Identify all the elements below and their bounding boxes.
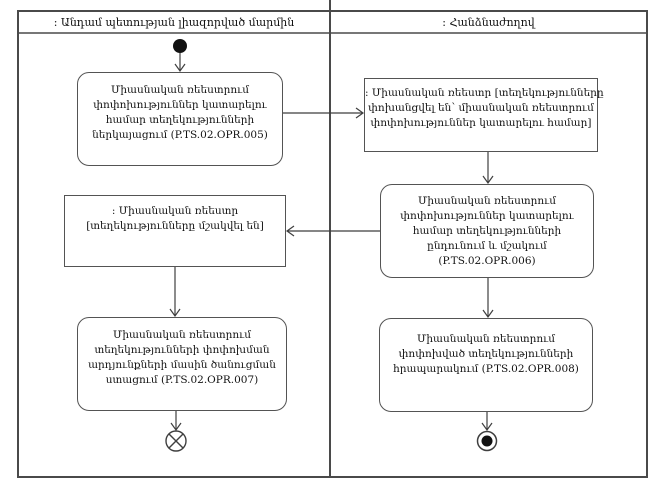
swimlane-header-member-state-body-label: : Անդամ պետության լիազորված մարմին	[53, 15, 295, 29]
activity-node-opr008-text: հրապարակում (P.TS.02.OPR.008)	[393, 363, 579, 375]
activity-node-opr007-text: Միասնական ռեեստրում	[112, 329, 252, 341]
swimlane-header-member-state-body: : Անդամ պետության լիազորված մարմին	[18, 11, 330, 33]
object-node-register-processed-text: : Միասնական ռեեստր	[111, 205, 239, 217]
swimlane-header-commission-label: : Հանձնաժողով	[442, 15, 535, 29]
arrow-activity2-to-object2	[285, 225, 380, 237]
activity-node-opr006-text: (P.TS.02.OPR.006)	[438, 255, 536, 267]
object-node-register-transferred-text: փոփոխություններ կատարելու համար]	[370, 117, 592, 129]
activity-node-opr006-text: Միասնական ռեեստրում	[417, 195, 557, 207]
arrow-activity3-to-flow-final	[170, 411, 182, 432]
activity-node-opr005-text: փոփոխություններ կատարելու	[93, 99, 267, 111]
initial-node-icon	[173, 39, 187, 53]
activity-node-opr008-text: փոփոխված տեղեկությունների	[398, 348, 574, 360]
activity-node-opr006-text: ընդունում և մշակում	[427, 240, 547, 252]
arrow-object1-to-activity2	[482, 152, 494, 185]
activity-node-opr005: Միասնական ռեեստրում փոփոխություններ կատա…	[77, 72, 283, 166]
diagram-frame	[17, 10, 648, 478]
activity-node-opr005-text: ներկայացում (P.TS.02.OPR.005)	[92, 129, 268, 141]
object-node-register-processed-text: [տեղեկությունները մշակվել են]	[86, 220, 264, 232]
swimlane-header-commission: : Հանձնաժողով	[330, 11, 647, 33]
activity-node-opr007-text: արդյունքների մասին ծանուցման	[88, 359, 276, 371]
activity-node-opr005-text: համար տեղեկությունների	[105, 114, 255, 126]
arrow-initial-to-activity1	[174, 53, 186, 73]
activity-node-opr007: Միասնական ռեեստրում տեղեկությունների փոփ…	[77, 317, 287, 411]
activity-node-opr006-text: համար տեղեկությունների	[412, 225, 562, 237]
object-node-register-processed: : Միասնական ռեեստր [տեղեկությունները մշա…	[64, 195, 286, 267]
object-node-register-transferred-text: : Միասնական ռեեստր [տեղեկությունները	[365, 87, 604, 99]
arrow-activity4-to-activity-final	[481, 412, 493, 432]
activity-node-opr005-text: Միասնական ռեեստրում	[110, 84, 250, 96]
object-node-register-transferred-text: փոխանցվել են՝ միասնական ռեեստրում	[368, 102, 594, 114]
flow-final-icon	[165, 430, 187, 452]
activity-node-opr008-text: Միասնական ռեեստրում	[416, 333, 556, 345]
activity-node-opr006: Միասնական ռեեստրում փոփոխություններ կատա…	[380, 184, 594, 278]
arrow-activity1-to-object1	[283, 107, 365, 119]
activity-node-opr006-text: փոփոխություններ կատարելու	[400, 210, 574, 222]
activity-node-opr007-text: ստացում (P.TS.02.OPR.007)	[105, 374, 259, 386]
arrow-activity2-to-activity4	[482, 278, 494, 319]
object-node-register-transferred: : Միասնական ռեեստր [տեղեկությունները փոխ…	[364, 78, 604, 152]
arrow-object2-to-activity3	[169, 267, 181, 318]
activity-node-opr007-text: տեղեկությունների փոփոխման	[94, 344, 270, 356]
activity-final-icon	[476, 430, 498, 452]
activity-node-opr008: Միասնական ռեեստրում փոփոխված տեղեկությու…	[379, 318, 593, 412]
